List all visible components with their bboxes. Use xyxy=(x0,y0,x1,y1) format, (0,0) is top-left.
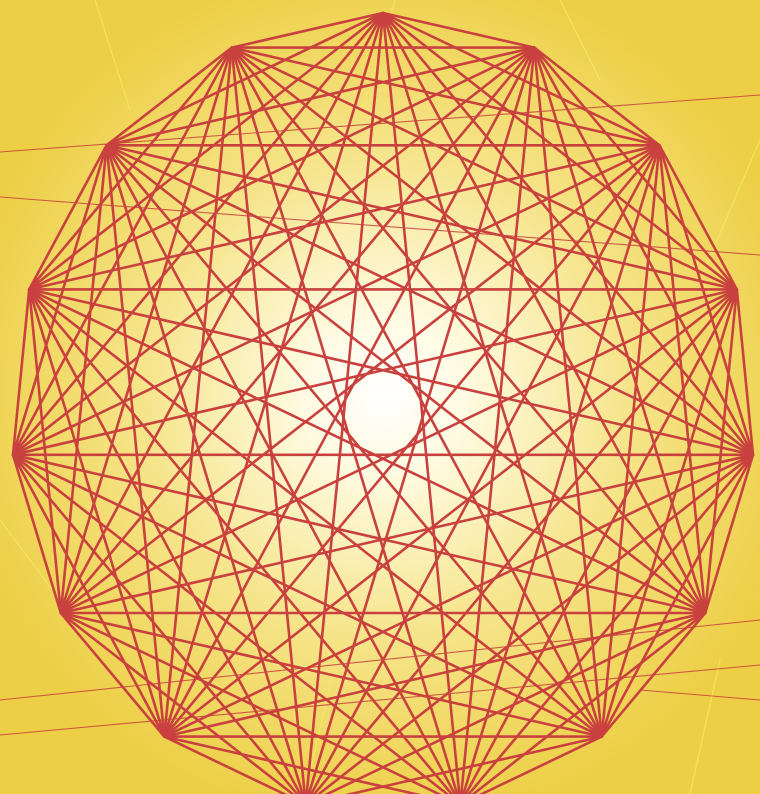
complete-graph-artwork xyxy=(0,0,760,794)
